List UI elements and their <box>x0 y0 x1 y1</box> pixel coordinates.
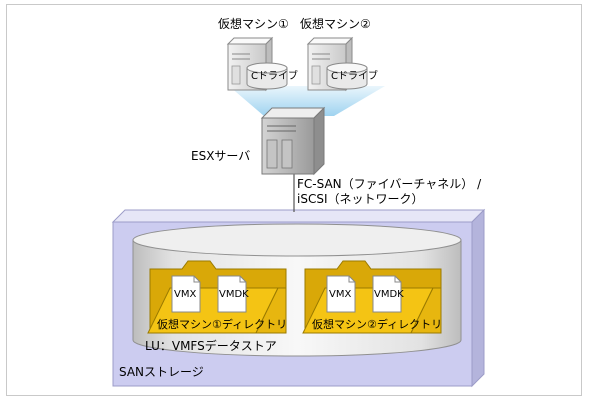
vm1-drive-icon <box>246 62 288 90</box>
vm1-drive-label: Cドライブ <box>251 71 298 82</box>
vm2-drive-icon <box>326 62 368 90</box>
connection-label-line2: iSCSI（ネットワーク） <box>297 192 424 206</box>
vm1-title: 仮想マシン① <box>218 17 289 31</box>
vm1-vmdk-file-icon <box>217 275 247 313</box>
connection-label-line1: FC-SAN（ファイバーチャネル） / <box>297 177 482 191</box>
vm2-title: 仮想マシン② <box>300 17 371 31</box>
lu-datastore-label: LU：VMFSデータストア <box>145 339 277 353</box>
vm2-directory-label: 仮想マシン②ディレクトリ <box>312 318 443 331</box>
vm1-vmx-file-icon <box>171 275 201 313</box>
san-storage-label: SANストレージ <box>119 365 204 379</box>
vm2-vmx-label: VMX <box>329 289 352 300</box>
vm1-vmdk-label: VMDK <box>219 289 249 300</box>
vm2-vmx-file-icon <box>326 275 356 313</box>
vm2-drive-label: Cドライブ <box>331 71 378 82</box>
vm-projection <box>229 86 385 116</box>
vm1-vmx-label: VMX <box>174 289 197 300</box>
vm1-directory-label: 仮想マシン①ディレクトリ <box>157 318 288 331</box>
esx-server-icon <box>260 106 326 176</box>
vm2-vmdk-file-icon <box>372 275 402 313</box>
vm2-vmdk-label: VMDK <box>374 289 404 300</box>
esx-server-label: ESXサーバ <box>191 149 251 163</box>
